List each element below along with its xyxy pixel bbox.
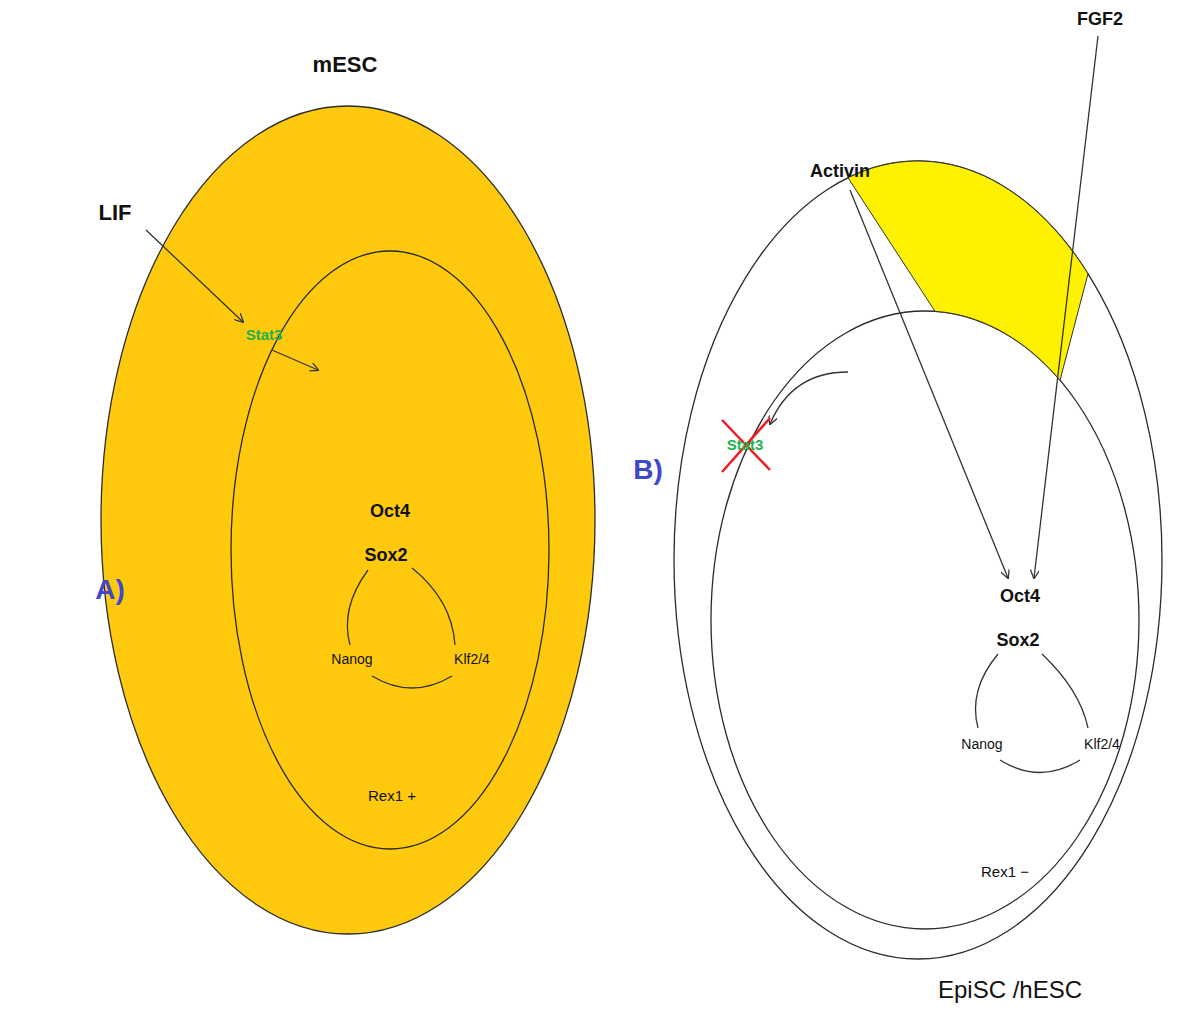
cell-title: mESC [313, 53, 378, 77]
panel-label: B) [633, 455, 663, 486]
signal-arrow [770, 372, 848, 424]
cell-ellipse [674, 161, 1162, 959]
factor-label: Oct4 [1000, 587, 1040, 607]
cell-ellipse: Stat3Oct4Sox2NanogKlf2/4Rex1 +mESCLIF [100, 105, 596, 935]
cell-title: EpiSC /hESC [938, 977, 1082, 1003]
network-arc [347, 570, 368, 645]
factor-label: Klf2/4 [1084, 737, 1120, 752]
signal-label: FGF2 [1077, 10, 1123, 30]
factor-label: Stat3 [246, 327, 283, 344]
factor-label: Oct4 [370, 502, 410, 522]
network-arc [372, 676, 452, 688]
signal-arrow [146, 230, 243, 322]
network-arc [976, 654, 999, 728]
network-arc [412, 568, 455, 645]
nucleus-ellipse: Stat3Oct4Sox2Nanog Klf2/4Rex1 + [230, 250, 550, 850]
signal-label: Activin [810, 162, 870, 182]
nucleus-ellipse: Stat3Oct4Sox2Nanog Klf2/4Rex1 − [710, 310, 1140, 930]
marker-label: Rex1 − [981, 864, 1029, 881]
network-arc [1000, 760, 1080, 773]
signal-arrow [850, 190, 1008, 578]
nucleus-ellipse-outline [710, 310, 1140, 930]
panel-label: A) [95, 575, 125, 606]
factor-label: Nanog [961, 737, 1002, 752]
cell-ellipse [101, 106, 595, 934]
factor-label: Sox2 [996, 631, 1039, 651]
signal-arrow [272, 350, 318, 370]
signal-arrow [1034, 36, 1098, 578]
signal-label: LIF [99, 201, 132, 225]
factor-label: Nanog [331, 652, 372, 667]
nucleus-ellipse [711, 311, 1139, 929]
factor-label: Stat3 [727, 437, 764, 454]
receptor-band [848, 161, 1088, 380]
marker-label: Rex1 + [368, 788, 416, 805]
factor-label: Sox2 [364, 546, 407, 566]
inhibition-cross [722, 418, 770, 472]
factor-label: Klf2/4 [454, 652, 490, 667]
nucleus-ellipse [231, 251, 549, 849]
network-arc [1042, 654, 1088, 728]
